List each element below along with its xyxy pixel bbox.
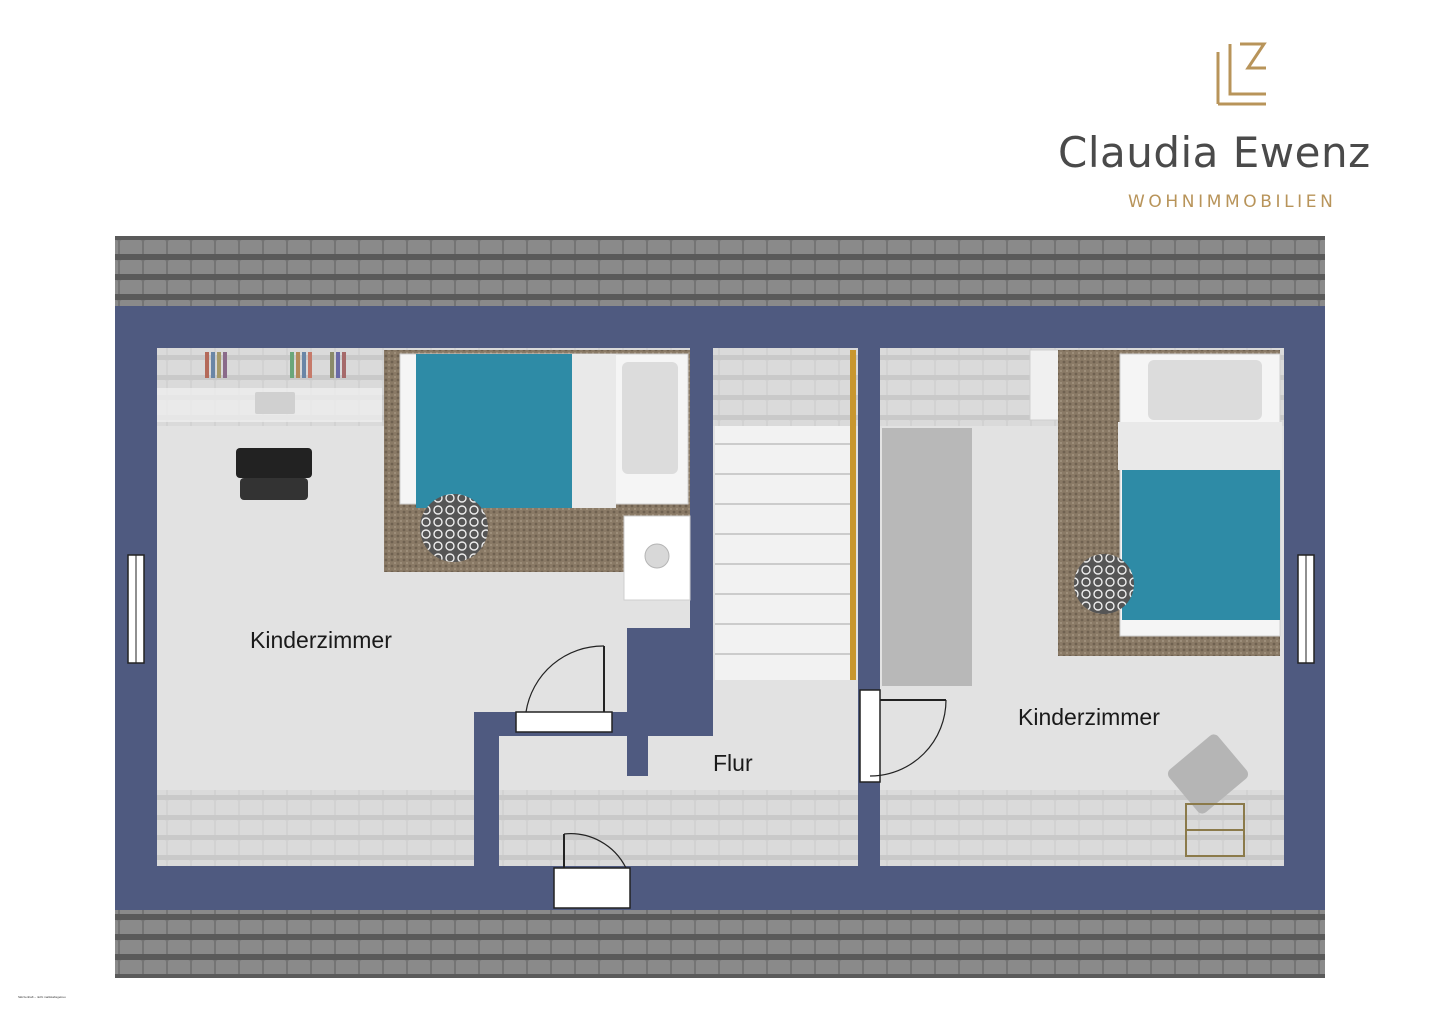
slope-shade	[499, 790, 858, 866]
room-label-hall: Flur	[713, 750, 753, 776]
brand-subtitle: WOHNIMMOBILIEN	[1128, 192, 1337, 212]
bed	[399, 353, 689, 508]
room-label-right: Kinderzimmer	[1018, 704, 1160, 730]
brand-name: Claudia Ewenz	[1058, 128, 1371, 177]
slope-shade	[880, 790, 1284, 866]
slope-shade	[713, 348, 858, 426]
pouf	[1074, 554, 1134, 614]
window	[1297, 554, 1315, 664]
staircase	[715, 350, 856, 680]
door	[515, 645, 613, 733]
bench	[882, 428, 972, 686]
nightstand	[623, 515, 691, 601]
laptop	[255, 392, 295, 414]
room-label-left: Kinderzimmer	[250, 627, 392, 653]
desk-chair	[236, 448, 312, 500]
books	[205, 352, 346, 378]
door	[553, 833, 631, 909]
slope-shade	[157, 790, 474, 866]
window	[127, 554, 145, 664]
disclaimer: Skizzenhaft – nicht maßstabsgetreu	[18, 995, 66, 999]
bed	[1118, 353, 1282, 637]
pouf	[420, 494, 488, 562]
armchair	[1167, 734, 1249, 814]
ce-monogram-icon	[1216, 42, 1267, 106]
shelf	[1185, 803, 1245, 857]
door	[859, 689, 947, 783]
